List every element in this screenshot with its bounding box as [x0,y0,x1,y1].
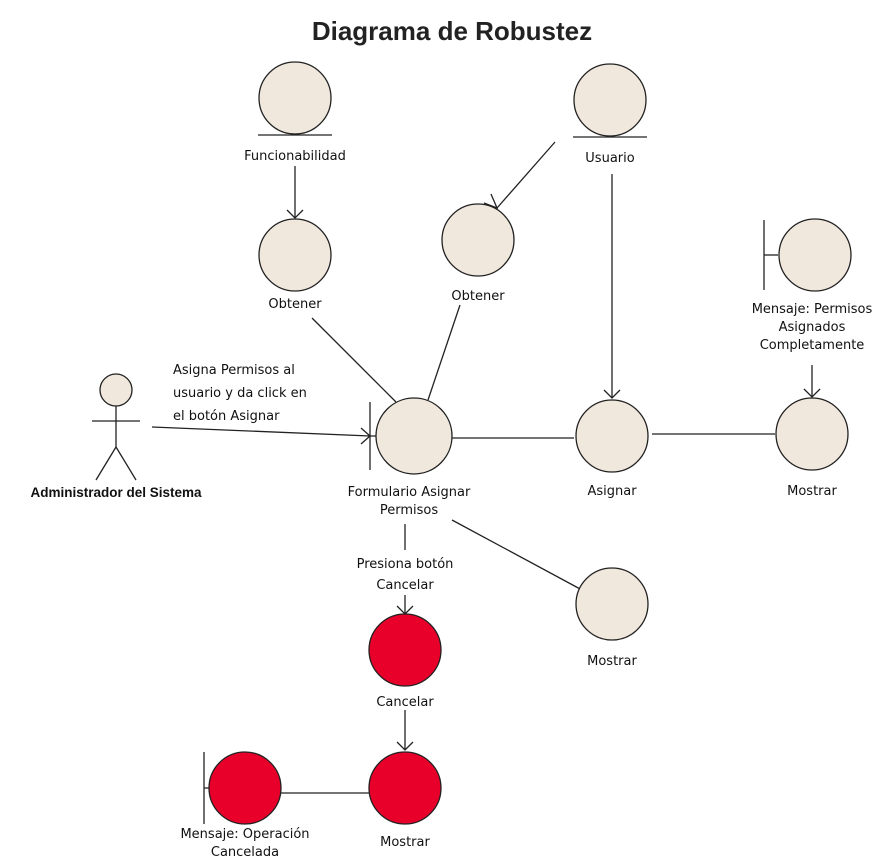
edge-actor-formulario [151,426,371,437]
node-label: Formulario Asignar [348,485,471,500]
node-label: Usuario [585,151,634,166]
control-mostrar-right[interactable]: Mostrar [775,397,849,499]
node-label: Mostrar [787,484,837,499]
message-line: Asigna Permisos al [173,363,295,378]
node-label: Asignar [587,484,637,499]
node-shape [368,613,442,687]
control-mostrar-bottom[interactable]: Mostrar [368,751,442,850]
edge-obtener-formulario [311,317,397,403]
node-shape [208,751,282,825]
message-line: Cancelar [376,578,434,593]
message-presiona-cancelar: Presiona botón Cancelar [357,557,454,593]
node-shape [575,567,649,641]
control-obtener-mid[interactable]: Obtener [441,203,515,304]
node-shape [575,399,649,473]
entity-usuario[interactable]: Usuario [573,63,647,166]
node-shape [375,397,453,475]
message-line: usuario y da click en [173,386,307,401]
node-label: Cancelar [376,695,434,710]
boundary-mensaje-permisos[interactable]: Mensaje: Permisos Asignados Completament… [752,218,873,353]
node-label: Mensaje: Operación [180,827,309,842]
node-label: Mensaje: Permisos [752,302,873,317]
arrowhead [286,209,304,219]
node-label: Obtener [268,297,322,312]
node-shape [258,61,332,135]
node-label: Completamente [760,338,865,353]
message-asigna-permisos: Asigna Permisos al usuario y da click en… [173,363,307,424]
arrowhead [483,193,499,210]
node-label: Mostrar [380,835,430,850]
control-asignar[interactable]: Asignar [575,399,649,499]
arrowhead [603,389,621,399]
edge-formulario-mostrar [451,519,583,591]
diagram-title: Diagrama de Robustez [312,16,592,46]
node-shape [368,751,442,825]
actor-label: Administrador del Sistema [30,485,202,500]
entity-funcionabilidad[interactable]: Funcionabilidad [244,61,346,164]
actor-administrador[interactable]: Administrador del Sistema [30,373,202,500]
node-shape [441,203,515,277]
edge-obtener-formulario [427,304,461,401]
boundary-formulario[interactable]: Formulario Asignar Permisos [348,397,471,518]
node-label: Mostrar [587,654,637,669]
edge-usuario-obtener [496,141,556,209]
node-shape [573,63,647,137]
boundary-mensaje-operacion[interactable]: Mensaje: Operación Cancelada [180,751,310,860]
node-label: Funcionabilidad [244,149,346,164]
node-label: Obtener [451,289,505,304]
control-cancelar[interactable]: Cancelar [368,613,442,710]
node-shape [258,218,332,292]
arrowhead [396,741,414,751]
node-label: Permisos [380,503,438,518]
control-obtener-left[interactable]: Obtener [258,218,332,312]
control-mostrar-mid[interactable]: Mostrar [575,567,649,669]
message-line: Presiona botón [357,557,454,572]
arrowhead [803,388,821,398]
message-line: el botón Asignar [173,409,280,424]
stick-figure-icon [92,373,140,481]
node-shape [778,218,852,292]
node-shape [775,397,849,471]
edges [151,141,821,794]
node-label: Cancelada [211,845,279,860]
node-label: Asignados [779,320,846,335]
